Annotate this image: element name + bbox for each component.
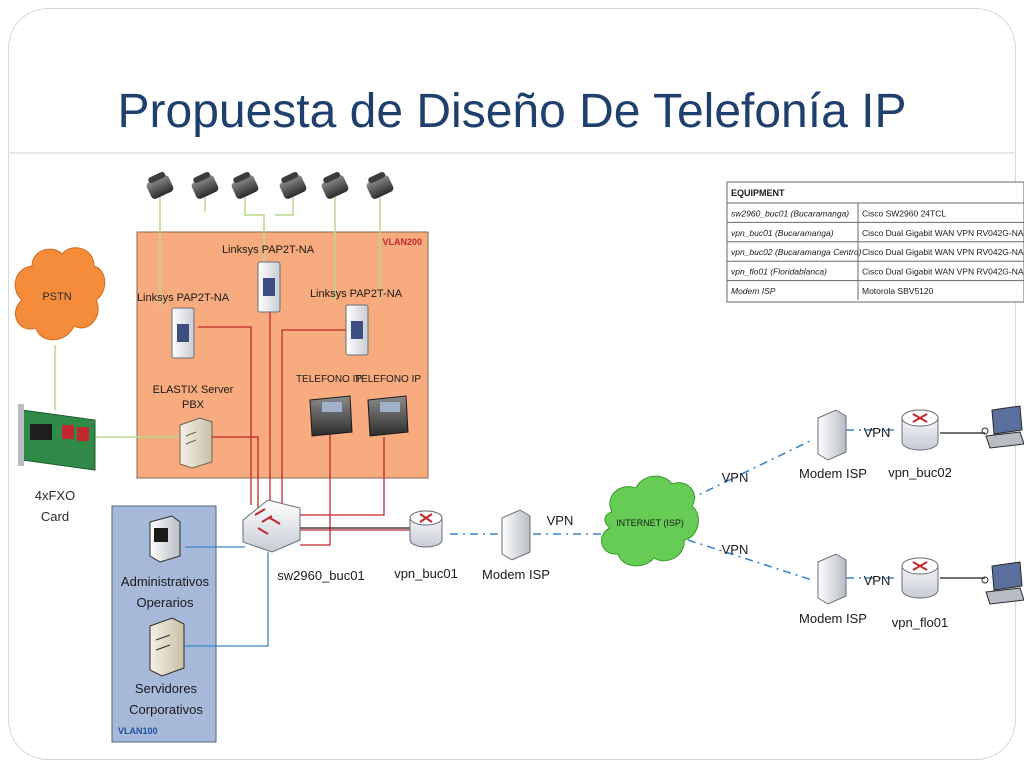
vpn-label-bottom-right: VPN	[864, 573, 891, 588]
router-label-top: vpn_buc02	[888, 465, 952, 480]
switch-icon	[242, 499, 301, 553]
modem-icon	[501, 509, 531, 561]
equipment-device-cell: Modem ISP	[731, 286, 776, 296]
fxo-card-label-2: Card	[41, 509, 69, 524]
equipment-model-cell: Cisco Dual Gigabit WAN VPN RV042G-NA	[862, 267, 1024, 277]
phone-icon	[321, 171, 349, 199]
router-vpn-flo01: vpn_flo01	[892, 557, 948, 630]
modem-label-top: Modem ISP	[799, 466, 867, 481]
analog-phone-wires	[54, 197, 381, 438]
vpn-links	[450, 429, 898, 581]
phone-icon	[191, 171, 219, 199]
switch-sw2960: sw2960_buc01	[242, 499, 365, 583]
admin-label-2: Operarios	[136, 595, 194, 610]
equipment-model-cell: Cisco Dual Gigabit WAN VPN RV042G-NA	[862, 247, 1024, 257]
equipment-device-cell: vpn_buc01 (Bucaramanga)	[731, 228, 834, 238]
ip-phone-label-1: TELEFONO IP	[296, 374, 362, 385]
modem-icon	[817, 409, 847, 461]
equipment-table: EQUIPMENT sw2960_buc01 (Bucaramanga) Cisc…	[726, 181, 1024, 303]
server-icon	[149, 617, 185, 677]
equipment-device-cell: vpn_flo01 (Floridablanca)	[731, 267, 827, 277]
slide-frame	[8, 8, 1016, 760]
pstn-cloud: PSTN	[14, 247, 106, 341]
linksys-label-1: Linksys PAP2T-NA	[137, 292, 230, 304]
internet-cloud: INTERNET (ISP)	[601, 475, 699, 567]
modem-icon	[817, 553, 847, 605]
vpn-label-main: VPN	[547, 513, 574, 528]
linksys-ata-3: Linksys PAP2T-NA	[310, 288, 403, 356]
elastix-label-2: PBX	[182, 399, 205, 411]
linksys-ata-1: Linksys PAP2T-NA	[137, 292, 230, 359]
modem-isp-bottom: Modem ISP	[799, 553, 867, 626]
phone-icon	[146, 171, 174, 199]
vpn-label-to-top: VPN	[722, 470, 749, 485]
equipment-table-header: EQUIPMENT	[731, 188, 785, 198]
equipment-device-cell: sw2960_buc01 (Bucaramanga)	[731, 208, 849, 218]
ip-phone-label-2: TELEFONO IP	[355, 374, 421, 385]
equipment-table-rows: sw2960_buc01 (Bucaramanga) Cisco SW2960 2…	[727, 203, 1024, 300]
fxo-card-icon: 4xFXO Card	[18, 404, 96, 524]
admin-label-1: Administrativos	[121, 574, 210, 589]
modem-isp-top: Modem ISP	[799, 409, 867, 481]
data-links	[185, 527, 412, 647]
servers-label-1: Servidores	[135, 681, 198, 696]
ip-phone-1: TELEFONO IP	[296, 374, 362, 437]
linksys-label-2: Linksys PAP2T-NA	[222, 244, 315, 256]
slide-title: Propuesta de Diseño De Telefonía IP	[117, 85, 907, 138]
phone-icon	[231, 171, 259, 199]
laptop-icon	[981, 405, 1024, 449]
elastix-label-1: ELASTIX Server	[153, 384, 234, 396]
analog-phones	[146, 171, 394, 199]
linksys-label-3: Linksys PAP2T-NA	[310, 288, 403, 300]
modem-isp-main: Modem ISP	[482, 509, 550, 582]
equipment-model-cell: Cisco Dual Gigabit WAN VPN RV042G-NA	[862, 228, 1024, 238]
elastix-pbx-server: ELASTIX Server PBX	[153, 384, 234, 469]
ip-phone-2: TELEFONO IP	[355, 374, 421, 437]
switch-label: sw2960_buc01	[277, 568, 364, 583]
phone-icon	[279, 171, 307, 199]
vpn-label-to-bottom: VPN	[722, 542, 749, 557]
router-vpn-buc01: vpn_buc01	[394, 510, 458, 581]
router-label-main: vpn_buc01	[394, 566, 458, 581]
router-vpn-buc02: vpn_buc02	[888, 409, 952, 480]
lan-links	[940, 432, 985, 579]
vlan200-label: VLAN200	[382, 237, 422, 247]
modem-label-bottom: Modem ISP	[799, 611, 867, 626]
linksys-ata-2: Linksys PAP2T-NA	[222, 244, 315, 313]
laptop-icon	[981, 561, 1024, 605]
internet-label: INTERNET (ISP)	[616, 518, 684, 528]
vpn-label-top-right: VPN	[864, 425, 891, 440]
servers-corporativos: Servidores Corporativos	[129, 617, 203, 717]
server-icon	[179, 417, 213, 469]
vlan100-label: VLAN100	[118, 726, 158, 736]
router-label-bottom: vpn_flo01	[892, 615, 948, 630]
equipment-device-cell: vpn_buc02 (Bucaramanga Centro)	[731, 247, 862, 257]
fxo-card-label-1: 4xFXO	[35, 488, 75, 503]
modem-label-main: Modem ISP	[482, 567, 550, 582]
pstn-label: PSTN	[42, 291, 71, 303]
phone-icon	[366, 171, 394, 199]
equipment-model-cell: Cisco SW2960 24TCL	[862, 208, 946, 218]
workstation-admin: Administrativos Operarios	[121, 515, 210, 610]
servers-label-2: Corporativos	[129, 702, 203, 717]
equipment-model-cell: Motorola SBV5120	[862, 286, 934, 296]
